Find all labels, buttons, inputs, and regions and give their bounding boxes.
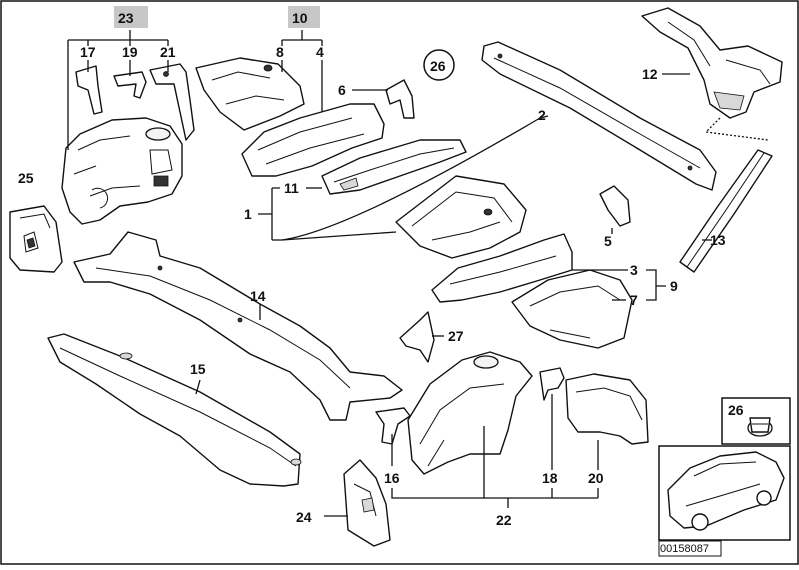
part-3-channel bbox=[431, 233, 573, 303]
label-4: 4 bbox=[316, 44, 324, 60]
label-11: 11 bbox=[284, 180, 299, 196]
label-15: 15 bbox=[190, 361, 206, 377]
label-26-circled: 26 bbox=[430, 58, 446, 74]
part-1-floor-pan bbox=[395, 175, 527, 259]
label-2: 2 bbox=[538, 107, 546, 123]
label-12: 12 bbox=[642, 66, 658, 82]
label-27: 27 bbox=[448, 328, 464, 344]
label-1: 1 bbox=[244, 206, 252, 222]
part-13-tube bbox=[679, 149, 773, 273]
callout-labels: 23 10 17 19 21 8 4 26 6 2 12 25 11 1 13 … bbox=[18, 10, 744, 555]
part-23-tank-housing bbox=[61, 117, 183, 225]
label-14: 14 bbox=[250, 288, 266, 304]
label-5: 5 bbox=[604, 233, 612, 249]
part-16-bracket bbox=[375, 407, 411, 445]
part-20-wheel-housing bbox=[565, 373, 649, 445]
catalog-code-box bbox=[658, 540, 722, 557]
part-22-wheel-arch bbox=[407, 351, 533, 475]
label-24: 24 bbox=[296, 509, 312, 525]
leader-lines bbox=[67, 30, 769, 517]
part-6-bracket bbox=[385, 79, 415, 119]
part-27-bracket bbox=[399, 311, 435, 363]
part-2-rail bbox=[481, 41, 717, 191]
part-18-bracket bbox=[539, 367, 565, 401]
part-17-bracket bbox=[75, 65, 103, 115]
label-10: 10 bbox=[292, 10, 308, 26]
part-5-bracket bbox=[599, 185, 631, 227]
label-19: 19 bbox=[122, 44, 138, 60]
part-4-channel bbox=[241, 103, 385, 177]
part-26-grommet-inset bbox=[721, 397, 791, 445]
part-11-reinforcement bbox=[321, 139, 467, 195]
label-21: 21 bbox=[160, 44, 176, 60]
label-22: 22 bbox=[496, 512, 512, 528]
part-19-clip bbox=[113, 71, 147, 99]
label-7: 7 bbox=[630, 292, 638, 308]
part-25-bracket bbox=[9, 205, 63, 273]
part-15-sill bbox=[47, 333, 302, 487]
label-25: 25 bbox=[18, 170, 34, 186]
part-12-bracket bbox=[641, 7, 783, 119]
part-14-rail bbox=[73, 231, 403, 421]
label-20: 20 bbox=[588, 470, 604, 486]
part-24-plate bbox=[343, 459, 391, 547]
label-16: 16 bbox=[384, 470, 400, 486]
part-8-panel bbox=[195, 57, 305, 131]
label-8: 8 bbox=[276, 44, 284, 60]
label-26: 26 bbox=[728, 402, 744, 418]
label-26-circle bbox=[423, 49, 455, 81]
label-18: 18 bbox=[542, 470, 558, 486]
part-21-strip bbox=[149, 63, 195, 141]
label-9: 9 bbox=[670, 278, 678, 294]
label-3: 3 bbox=[630, 262, 638, 278]
label-13: 13 bbox=[710, 232, 726, 248]
label-10-box bbox=[288, 6, 320, 28]
catalog-code: 00158087 bbox=[660, 543, 709, 555]
label-17: 17 bbox=[80, 44, 96, 60]
car-thumbnail bbox=[658, 445, 791, 541]
label-6: 6 bbox=[338, 82, 346, 98]
label-23-box bbox=[114, 6, 148, 28]
part-7-panel bbox=[511, 269, 633, 349]
label-23: 23 bbox=[118, 10, 134, 26]
